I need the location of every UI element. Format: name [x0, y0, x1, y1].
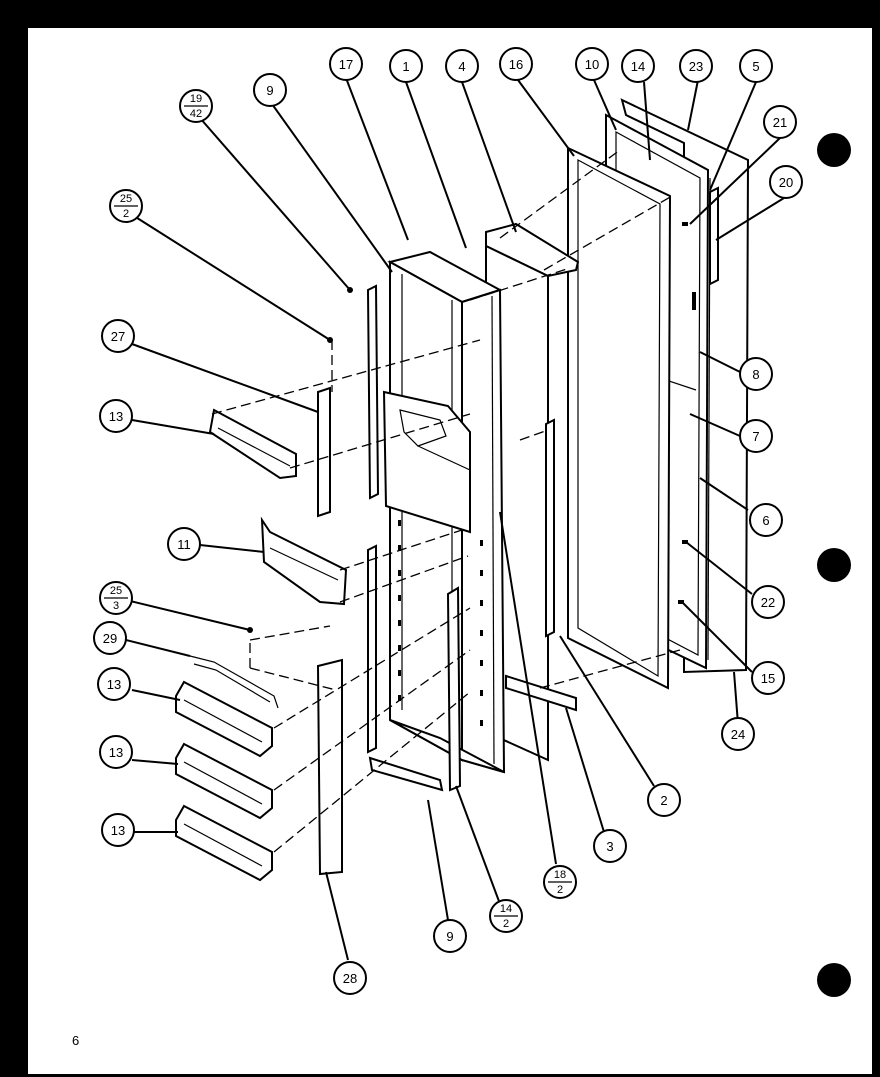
callout-label: 6: [762, 513, 769, 528]
callout-label: 15: [761, 671, 775, 686]
callout-27: 27: [101, 319, 135, 353]
callout-label: 11: [177, 537, 191, 552]
bin-rail-29: [189, 655, 279, 709]
callout-label: 14: [631, 59, 645, 74]
fraction-callout-18-2: 18 2: [543, 865, 577, 899]
callout-1: 1: [389, 49, 423, 83]
callout-label: 23: [689, 59, 703, 74]
door-gasket: [567, 146, 672, 690]
callout-20: 20: [769, 165, 803, 199]
fraction-top: 19: [190, 93, 202, 105]
callout-13: 13: [99, 735, 133, 769]
callout-label: 29: [103, 631, 117, 646]
small-parts: [247, 186, 719, 633]
callout-5: 5: [739, 49, 773, 83]
fraction-callout-14-2: 14 2: [489, 899, 523, 933]
callout-label: 2: [660, 793, 667, 808]
fraction-top: 18: [554, 869, 566, 881]
page-number: 6: [72, 1033, 80, 1048]
callout-label: 4: [458, 59, 465, 74]
fraction-callout-25-2: 25 2: [109, 189, 143, 223]
fraction-top: 25: [120, 193, 132, 205]
door-bin-13d: [175, 804, 273, 882]
callout-22: 22: [751, 585, 785, 619]
callout-label: 10: [585, 57, 599, 72]
callout-17: 17: [329, 47, 363, 81]
callout-13: 13: [99, 399, 133, 433]
callout-8: 8: [739, 357, 773, 391]
callout-label: 21: [773, 115, 787, 130]
callout-label: 17: [339, 57, 353, 72]
hidden-lines: [211, 149, 681, 853]
callout-2: 2: [647, 783, 681, 817]
door-bin-11: [260, 516, 348, 606]
callout-label: 13: [107, 677, 121, 692]
callout-15: 15: [751, 661, 785, 695]
callout-label: 22: [761, 595, 775, 610]
callout-label: 9: [266, 83, 273, 98]
callout-label: 16: [509, 57, 523, 72]
callout-label: 24: [731, 727, 745, 742]
callout-16: 16: [499, 47, 533, 81]
callout-6: 6: [749, 503, 783, 537]
binder-hole: [817, 548, 851, 582]
fraction-bottom: 2: [557, 884, 563, 896]
callout-label: 28: [343, 971, 357, 986]
fraction-bottom: 2: [503, 918, 509, 930]
callout-24: 24: [721, 717, 755, 751]
callout-label: 27: [111, 329, 125, 344]
door-liner: [382, 250, 506, 774]
callout-label: 13: [109, 409, 123, 424]
callout-29: 29: [93, 621, 127, 655]
callout-label: 5: [752, 59, 759, 74]
callout-21: 21: [763, 105, 797, 139]
fraction-top: 25: [110, 585, 122, 597]
callout-3: 3: [593, 829, 627, 863]
leader-lines: [125, 77, 785, 961]
callout-9: 9: [433, 919, 467, 953]
callout-7: 7: [739, 419, 773, 453]
callout-label: 8: [752, 367, 759, 382]
callout-23: 23: [679, 49, 713, 83]
callout-label: 3: [606, 839, 613, 854]
door-bin-13a: [208, 408, 297, 480]
fraction-callout-25-3: 25 3: [99, 581, 133, 615]
callout-10: 10: [575, 47, 609, 81]
callout-11: 11: [167, 527, 201, 561]
fraction-bottom: 42: [190, 108, 202, 120]
callout-label: 20: [779, 175, 793, 190]
fraction-top: 14: [500, 903, 512, 915]
callout-13: 13: [101, 813, 135, 847]
trim-strips: [316, 284, 577, 876]
fraction-callout-19-42: 19 42: [179, 89, 213, 123]
callout-9: 9: [253, 73, 287, 107]
door-bin-13b: [175, 680, 273, 758]
callout-label: 13: [109, 745, 123, 760]
callout-28: 28: [333, 961, 367, 995]
callout-13: 13: [97, 667, 131, 701]
callout-label: 13: [111, 823, 125, 838]
binder-hole: [817, 133, 851, 167]
callout-4: 4: [445, 49, 479, 83]
callout-label: 1: [402, 59, 409, 74]
callout-label: 9: [446, 929, 453, 944]
fraction-bottom: 2: [123, 208, 129, 220]
fraction-bottom: 3: [113, 600, 119, 612]
binder-hole: [817, 963, 851, 997]
callout-14: 14: [621, 49, 655, 83]
door-bin-13c: [175, 742, 273, 820]
callout-label: 7: [752, 429, 759, 444]
